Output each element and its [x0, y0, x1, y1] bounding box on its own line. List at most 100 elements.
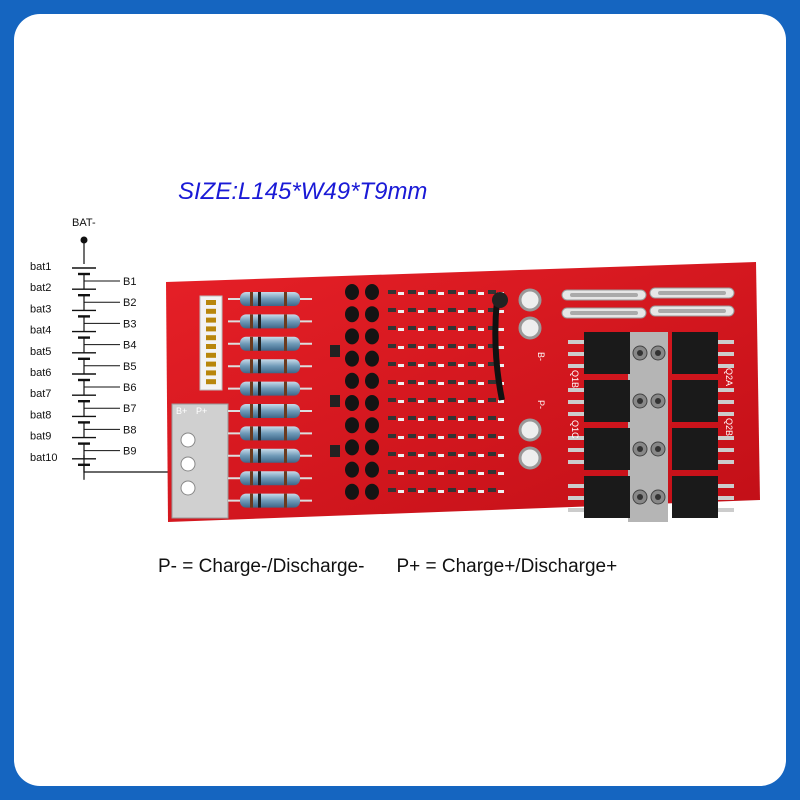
resistor	[228, 404, 312, 418]
smd-part	[448, 362, 456, 366]
pad-hole-2	[180, 456, 196, 472]
smd-part	[448, 326, 456, 330]
p-plus-legend: P+ = Charge+/Discharge+	[396, 556, 618, 577]
resistor	[228, 359, 312, 374]
resistor	[228, 493, 312, 508]
smd-part	[408, 344, 416, 348]
transistor	[345, 461, 359, 478]
resistor-array	[228, 292, 312, 508]
transistor	[365, 417, 379, 434]
smd-part	[488, 398, 496, 402]
pad-hole-1	[180, 432, 196, 448]
smd-part	[388, 290, 396, 294]
battery-cell	[72, 394, 120, 417]
tap-label: B9	[123, 446, 136, 458]
connector-pin	[206, 379, 216, 385]
cell-label: bat9	[30, 431, 51, 443]
tap-label: B2	[123, 297, 136, 309]
ic-chip	[330, 445, 340, 457]
smd-part	[468, 488, 476, 492]
smd-part	[468, 308, 476, 312]
connector-pin	[206, 352, 216, 358]
transistor	[365, 372, 379, 389]
smd-part	[388, 344, 396, 348]
smd-part	[408, 488, 416, 492]
smd-part	[488, 362, 496, 366]
smd-part	[408, 380, 416, 384]
b-plus-text: B+	[176, 406, 187, 416]
smd-part	[428, 380, 436, 384]
resistor	[228, 314, 312, 329]
battery-cell	[72, 415, 120, 438]
smd-part	[428, 416, 436, 420]
smd-part	[468, 344, 476, 348]
smd-part	[468, 452, 476, 456]
p-minus-text: P-	[536, 400, 546, 409]
tap-label: B7	[123, 403, 136, 415]
ic-chip	[330, 345, 340, 357]
connector-pin	[206, 361, 216, 367]
smd-part	[408, 470, 416, 474]
transistor	[365, 483, 379, 500]
model-text: PCM-L10S30-062	[760, 398, 770, 470]
smd-part	[448, 452, 456, 456]
smd-part	[468, 434, 476, 438]
smd-part	[388, 398, 396, 402]
transistor	[365, 461, 379, 478]
mosfet	[568, 428, 648, 470]
transistor	[365, 328, 379, 345]
connector-pin	[206, 370, 216, 376]
smd-part	[488, 380, 496, 384]
black-wire	[492, 299, 505, 401]
transistor-array	[345, 284, 379, 500]
transistor	[365, 284, 379, 300]
resistor	[228, 292, 312, 306]
transistor	[365, 306, 379, 323]
terminal-1	[518, 288, 542, 312]
mosfet	[568, 476, 648, 518]
connector-pin	[206, 308, 216, 314]
smd-part	[488, 470, 496, 474]
smd-part	[408, 416, 416, 420]
mosfet	[568, 332, 648, 374]
cell-stack	[72, 267, 120, 480]
connector-pin	[206, 300, 216, 305]
terminal-2	[518, 316, 542, 340]
smd-part	[448, 290, 456, 294]
cell-label: bat1	[30, 261, 51, 273]
smd-part	[428, 308, 436, 312]
connector-pin	[206, 326, 216, 332]
smd-components	[330, 290, 504, 493]
battery-cell	[72, 309, 120, 332]
transistor	[345, 395, 359, 411]
connector-pin	[206, 317, 216, 323]
smd-part	[488, 488, 496, 492]
smd-part	[488, 290, 496, 294]
mosfet	[650, 428, 734, 470]
resistor	[228, 336, 312, 351]
cell-label: bat2	[30, 282, 51, 294]
smd-part	[448, 344, 456, 348]
resistor	[228, 471, 312, 486]
smd-part	[388, 308, 396, 312]
resistor	[228, 381, 312, 396]
mosfet-label-q2b: Q2B	[724, 418, 734, 436]
transistor	[365, 350, 379, 367]
mosfet-label-q2a: Q2A	[724, 368, 734, 386]
size-title: SIZE:L145*W49*T9mm	[178, 178, 428, 205]
smd-part	[388, 488, 396, 492]
smd-part	[488, 434, 496, 438]
tap-label: B1	[123, 276, 136, 288]
tap-label: B3	[123, 318, 136, 330]
smd-part	[408, 434, 416, 438]
terminal-4	[518, 446, 542, 470]
smd-part	[488, 416, 496, 420]
smd-part	[428, 290, 436, 294]
smd-part	[408, 290, 416, 294]
smd-part	[428, 398, 436, 402]
mosfet-label-q1c: Q1C	[570, 420, 580, 439]
smd-part	[428, 362, 436, 366]
mosfet-array	[568, 332, 734, 522]
smd-part	[448, 470, 456, 474]
